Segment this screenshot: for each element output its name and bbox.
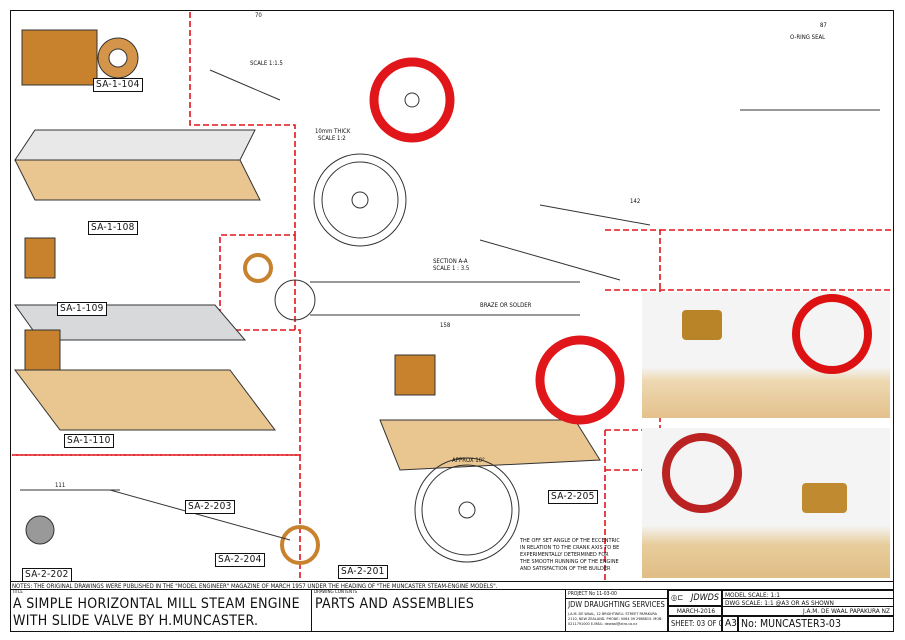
offset-note: THE OFF SET ANGLE OF THE ECCENTRIC IN RE…: [520, 538, 620, 572]
section-boundaries: [12, 12, 893, 582]
sheet-size: A3: [722, 616, 738, 632]
approx-label: APPROX 10°: [452, 457, 485, 464]
logo-icon: ◎⊏: [671, 593, 684, 602]
assembly-label: SA-2-203: [185, 500, 235, 514]
dimension: 70: [255, 12, 262, 19]
drawing-contents: PARTS AND ASSEMBLIES: [315, 596, 475, 612]
company-cell: PROJECT No 11-03-00 JDW DRAUGHTING SERVI…: [566, 590, 668, 632]
company-address: J.A.M. DE WAAL, 12 BRIGHTWELL STREET PAP…: [568, 611, 663, 626]
scale-label: SCALE 1:2: [318, 135, 346, 142]
title-line-1: A SIMPLE HORIZONTAL MILL STEAM ENGINE: [13, 596, 300, 612]
render-photo-top: [642, 292, 890, 418]
drawing-frame: [10, 10, 894, 632]
assembly-label: SA-1-109: [57, 302, 107, 316]
contents-caption: DRAWING CONTENTS: [314, 590, 358, 595]
assembly-label: SA-2-204: [215, 553, 265, 567]
dimension: 87: [820, 22, 827, 29]
logo-text: JDWDS: [690, 593, 719, 603]
contents-cell: DRAWING CONTENTS PARTS AND ASSEMBLIES: [312, 590, 566, 632]
oring-label: O-RING SEAL: [790, 34, 826, 41]
scale-label: SCALE 1:1.5: [250, 60, 283, 67]
section-label: SECTION A-A: [433, 258, 468, 265]
thickness-label: 10mm THICK: [315, 128, 351, 135]
assembly-label: SA-2-205: [548, 490, 598, 504]
assembly-label: SA-1-104: [93, 78, 143, 92]
notes-row: NOTES: THE ORIGINAL DRAWINGS WERE PUBLIS…: [10, 581, 894, 590]
dimension: 111: [55, 482, 66, 489]
braze-label: BRAZE OR SOLDER: [480, 302, 532, 309]
flywheel-views: [25, 57, 625, 565]
section-scale: SCALE 1 : 3.5: [433, 265, 470, 272]
dimension: 158: [440, 322, 451, 329]
base-assembly-views: [14, 129, 601, 471]
assembly-label: SA-2-202: [22, 568, 72, 582]
logo: ◎⊏ JDWDS: [668, 590, 722, 606]
title-cell: TITLE A SIMPLE HORIZONTAL MILL STEAM ENG…: [10, 590, 312, 632]
copyright: J.A.M. DE WAAL PAPAKURA NZ: [722, 606, 894, 616]
date: MARCH-2016: [668, 606, 722, 616]
project-number: PROJECT No 11-03-00: [566, 590, 667, 599]
assembly-label: SA-1-110: [64, 434, 114, 448]
render-photo-bottom: [642, 428, 890, 578]
drawing-number: No: MUNCASTER3-03: [738, 616, 894, 632]
company-name: JDW DRAUGHTING SERVICES: [568, 600, 665, 609]
assembly-label: SA-1-108: [88, 221, 138, 235]
title-caption: TITLE: [12, 590, 23, 595]
assembly-label: SA-2-201: [338, 565, 388, 579]
title-line-2: WITH SLIDE VALVE BY H.MUNCASTER.: [13, 613, 259, 629]
cylinder-assembly-view: [21, 29, 139, 86]
sheet-number: SHEET: 03 OF 03: [668, 616, 722, 632]
dimension: 142: [630, 198, 641, 205]
rod-parts: [20, 69, 880, 541]
